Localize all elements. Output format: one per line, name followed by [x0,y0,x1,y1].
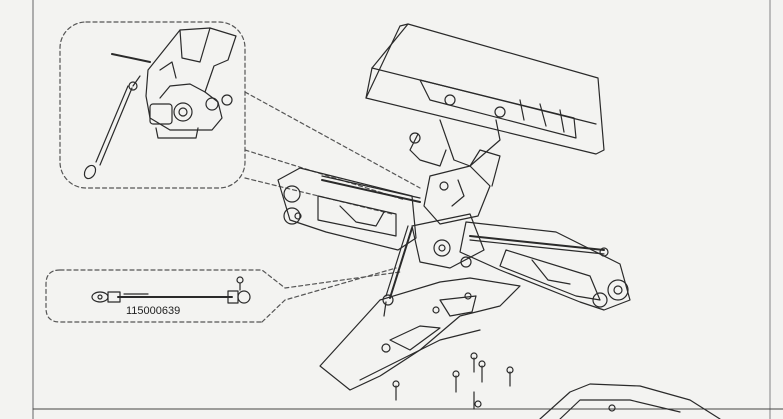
next-step-part-corner [539,383,721,419]
callout-dashed-frame [45,267,401,323]
center-block [411,213,485,269]
turnbuckle-callout-inset [45,267,401,323]
camber-link-rod [382,225,413,317]
right-suspension-arm [459,221,631,311]
part-number-text: 115000639 [126,305,180,317]
inset-dashed-frame [59,21,246,189]
rear-wing [365,23,605,155]
chassis-screws [392,352,514,410]
chassis-plate [319,277,521,391]
left-suspension-arm [277,167,421,251]
wing-mount-and-tower [409,119,501,225]
suspension-detail-inset [59,21,246,189]
